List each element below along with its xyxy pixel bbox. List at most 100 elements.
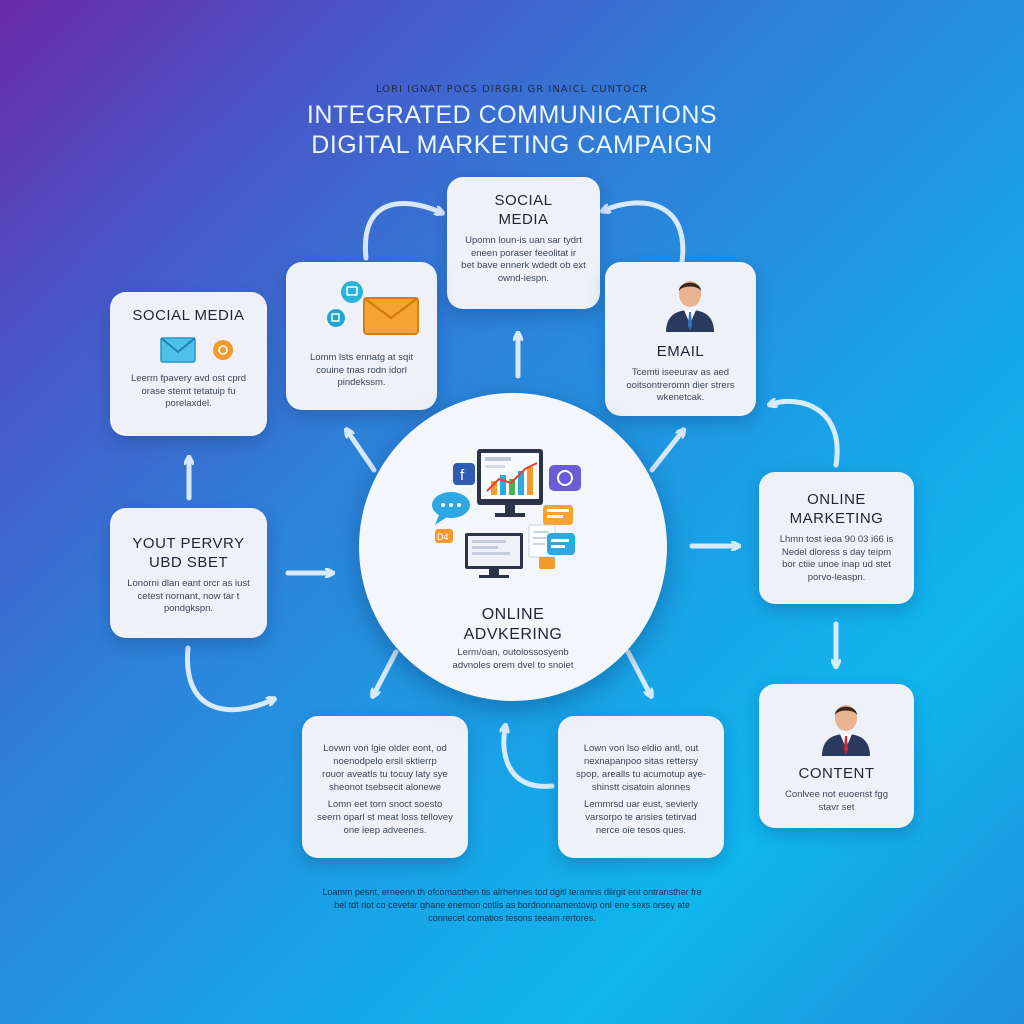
card-title-line: ONLINE — [807, 491, 866, 508]
facebook-icon: f — [453, 463, 475, 485]
page-title: INTEGRATED COMMUNICATIONS DIGITAL MARKET… — [0, 100, 1024, 160]
svg-text:D4: D4 — [437, 532, 449, 542]
title-line-2: DIGITAL MARKETING CAMPAIGN — [311, 131, 713, 159]
card-body: Tcemti iseeurav as aed ooitsontreromn di… — [615, 367, 746, 405]
card-body-line: ownd-iespn. — [497, 272, 550, 284]
tag-icon — [327, 309, 345, 327]
card-title-line: SOCIAL — [494, 192, 553, 209]
card-title: EMAIL — [656, 343, 705, 360]
card-body-line: noenodpelo ersil sktierrp — [333, 756, 437, 767]
card-icon-cluster — [296, 270, 427, 344]
chat-icon — [341, 281, 363, 303]
card-body-line: wkenetcak. — [656, 392, 705, 403]
card-email: EMAIL Tcemti iseeurav as aed ooitsontrer… — [605, 262, 756, 416]
card-title: SOCIAL MEDIA — [132, 307, 245, 324]
hub-body-line: Lerm/oan, outolossosyenb — [457, 647, 569, 658]
card-body-line: seern oparl st meat loss tellovey — [317, 812, 453, 823]
card-body-line: spop, arealls tu acumotup aye- — [576, 769, 706, 780]
arrow-down-left-diag — [374, 649, 399, 694]
card-body-line: couine tnas rodn idorl — [316, 364, 407, 376]
card-body-line: nexnapanpoo sitas rettersy — [583, 756, 699, 767]
card-title: CONTENT — [798, 765, 875, 782]
card-body-line: Conlvee not euoenst fgg — [785, 789, 888, 800]
card-icons: Lomm lsts ennatg at sqit couine tnas rod… — [286, 262, 437, 410]
hub-title-line: ONLINE — [481, 606, 545, 623]
card-content: CONTENT Conlvee not euoenst fgg stavr se… — [759, 684, 914, 828]
card-title-line: UBD SBET — [148, 554, 228, 571]
card-body-line: Lomn eet torn snoct soesto — [327, 799, 443, 810]
card-bottom-left: Lovwn von lgie older eont, od noenodpelo… — [302, 716, 468, 858]
card-body-line: sheonot tsebsecit alonewe — [329, 782, 441, 793]
card-body-line: bet bave ennerk wdedt ob ext — [461, 260, 586, 271]
card-body-line: orase stemt tetatuip fu — [141, 385, 236, 397]
card-body-line: Lovwn von lgie older eont, od — [323, 743, 447, 754]
title-line-1: INTEGRATED COMMUNICATIONS — [306, 101, 718, 129]
envelope-icon — [363, 296, 419, 335]
card-body-line: stavr set — [818, 801, 855, 813]
card-body-line: Upomn loun-is uan sar tydrt — [465, 235, 582, 246]
card-title: ONLINE MARKETING — [769, 490, 904, 528]
card-online-marketing: ONLINE MARKETING Lhmn tost ieoa 90 03 i6… — [759, 472, 914, 604]
arrow-curve-bottom-left — [185, 645, 272, 713]
card-body-line: cetest nornant, now tar t — [137, 590, 240, 602]
card-body-line: Lonorni dlan eant orcr as iust — [127, 578, 250, 589]
arrow-up-left-diag — [348, 432, 377, 473]
card-title: YOUT PERVRY UBD SBET — [120, 534, 257, 572]
card-body-line: Nedel dloress s day teipm — [781, 546, 892, 558]
card-body-line: porelaxdel. — [165, 398, 212, 409]
chat-icon — [432, 492, 470, 525]
card-body-line: Lomm lsts ennatg at sqit — [310, 352, 413, 363]
footer-line: bel tdt rlot co cevetar ghane enemon cot… — [334, 900, 690, 910]
eyebrow-text: LORI IGNAT POCS DIRGRI GR INAICL CUNTOCR — [375, 84, 649, 95]
arrow-curve-top-left — [362, 200, 440, 261]
hub-title-line: ADVKERING — [463, 626, 563, 643]
arrow-curve-bottom-mid — [504, 728, 555, 789]
card-title-line: MARKETING — [789, 510, 884, 527]
card-body: Upomn loun-is uan sar tydrt eneen porase… — [457, 235, 590, 285]
card-body: Lonorni dlan eant orcr as iust cetest no… — [120, 578, 257, 616]
hub-body: Lerm/oan, outolossosyenb advnoles orem d… — [419, 647, 607, 672]
card-body-line: Lown von lso eldio antl, out — [583, 743, 699, 754]
card-body: Lomm lsts ennatg at sqit couine tnas rod… — [296, 352, 427, 390]
chat-icon — [549, 465, 581, 491]
card-body-line: bor ctiie unoe inap ud stet — [782, 559, 891, 570]
footer-line: Loamm pesnt, erneenn th ofcomacthen tis … — [322, 887, 702, 897]
card-body-line: Lemmrsd uar eust, sevierly — [583, 799, 699, 810]
arrow-curve-top-right — [605, 200, 686, 265]
card-icon-row — [615, 272, 746, 332]
card-body-line: Lhmn tost ieoa 90 03 i66 is — [779, 534, 894, 545]
arrow-curve-right — [772, 401, 840, 468]
card-title-line: MEDIA — [498, 211, 549, 228]
card-body-line: one ieep adveenes. — [343, 825, 427, 836]
hub-title: ONLINE ADVKERING — [359, 605, 667, 645]
envelope-icon — [160, 337, 196, 363]
card-social-media-left: SOCIAL MEDIA Leerm fpavery avd ost cprd … — [110, 292, 267, 436]
card-body-line: pindekssm. — [337, 377, 386, 388]
arrow-up-right-diag — [649, 432, 682, 473]
hub-body-line: advnoles orem dvel to snoiet — [452, 659, 574, 671]
card-icon-row — [120, 331, 257, 371]
card-title-line: YOUT PERVRY — [132, 535, 245, 552]
center-hub: f — [359, 393, 667, 701]
orange-badge-icon — [213, 340, 233, 360]
card-body: Lown von lso eldio antl, out nexnapanpoo… — [568, 742, 714, 837]
card-body: Leerm fpavery avd ost cprd orase stemt t… — [120, 373, 257, 411]
person-icon — [666, 281, 714, 332]
footer-text: Loamm pesnt, erneenn th ofcomacthen tis … — [280, 886, 744, 925]
card-body-line: shinstt cisatoin alonnes — [591, 782, 691, 793]
arrow-down-right-diag — [625, 649, 650, 694]
card-body-line: porvo-leaspn. — [807, 571, 866, 583]
card-body-line: varsorpo te ansies tetirvad — [585, 812, 697, 823]
card-your-pervry: YOUT PERVRY UBD SBET Lonorni dlan eant o… — [110, 508, 267, 638]
card-body-line: pondgkspn. — [163, 603, 214, 614]
card-body: Conlvee not euoenst fgg stavr set — [769, 789, 904, 814]
svg-text:f: f — [460, 467, 465, 484]
card-body-line: Leerm fpavery avd ost cprd — [130, 373, 247, 384]
card-body: Lhmn tost ieoa 90 03 i66 is Nedel dlores… — [769, 534, 904, 584]
card-body-line: eneen poraser feeolitat ir — [470, 247, 577, 259]
card-body-line: Tcemti iseeurav as aed — [631, 367, 730, 378]
card-body: Lovwn von lgie older eont, od noenodpelo… — [312, 742, 458, 837]
card-body-line: ooitsontreromn dier strers — [626, 379, 735, 391]
